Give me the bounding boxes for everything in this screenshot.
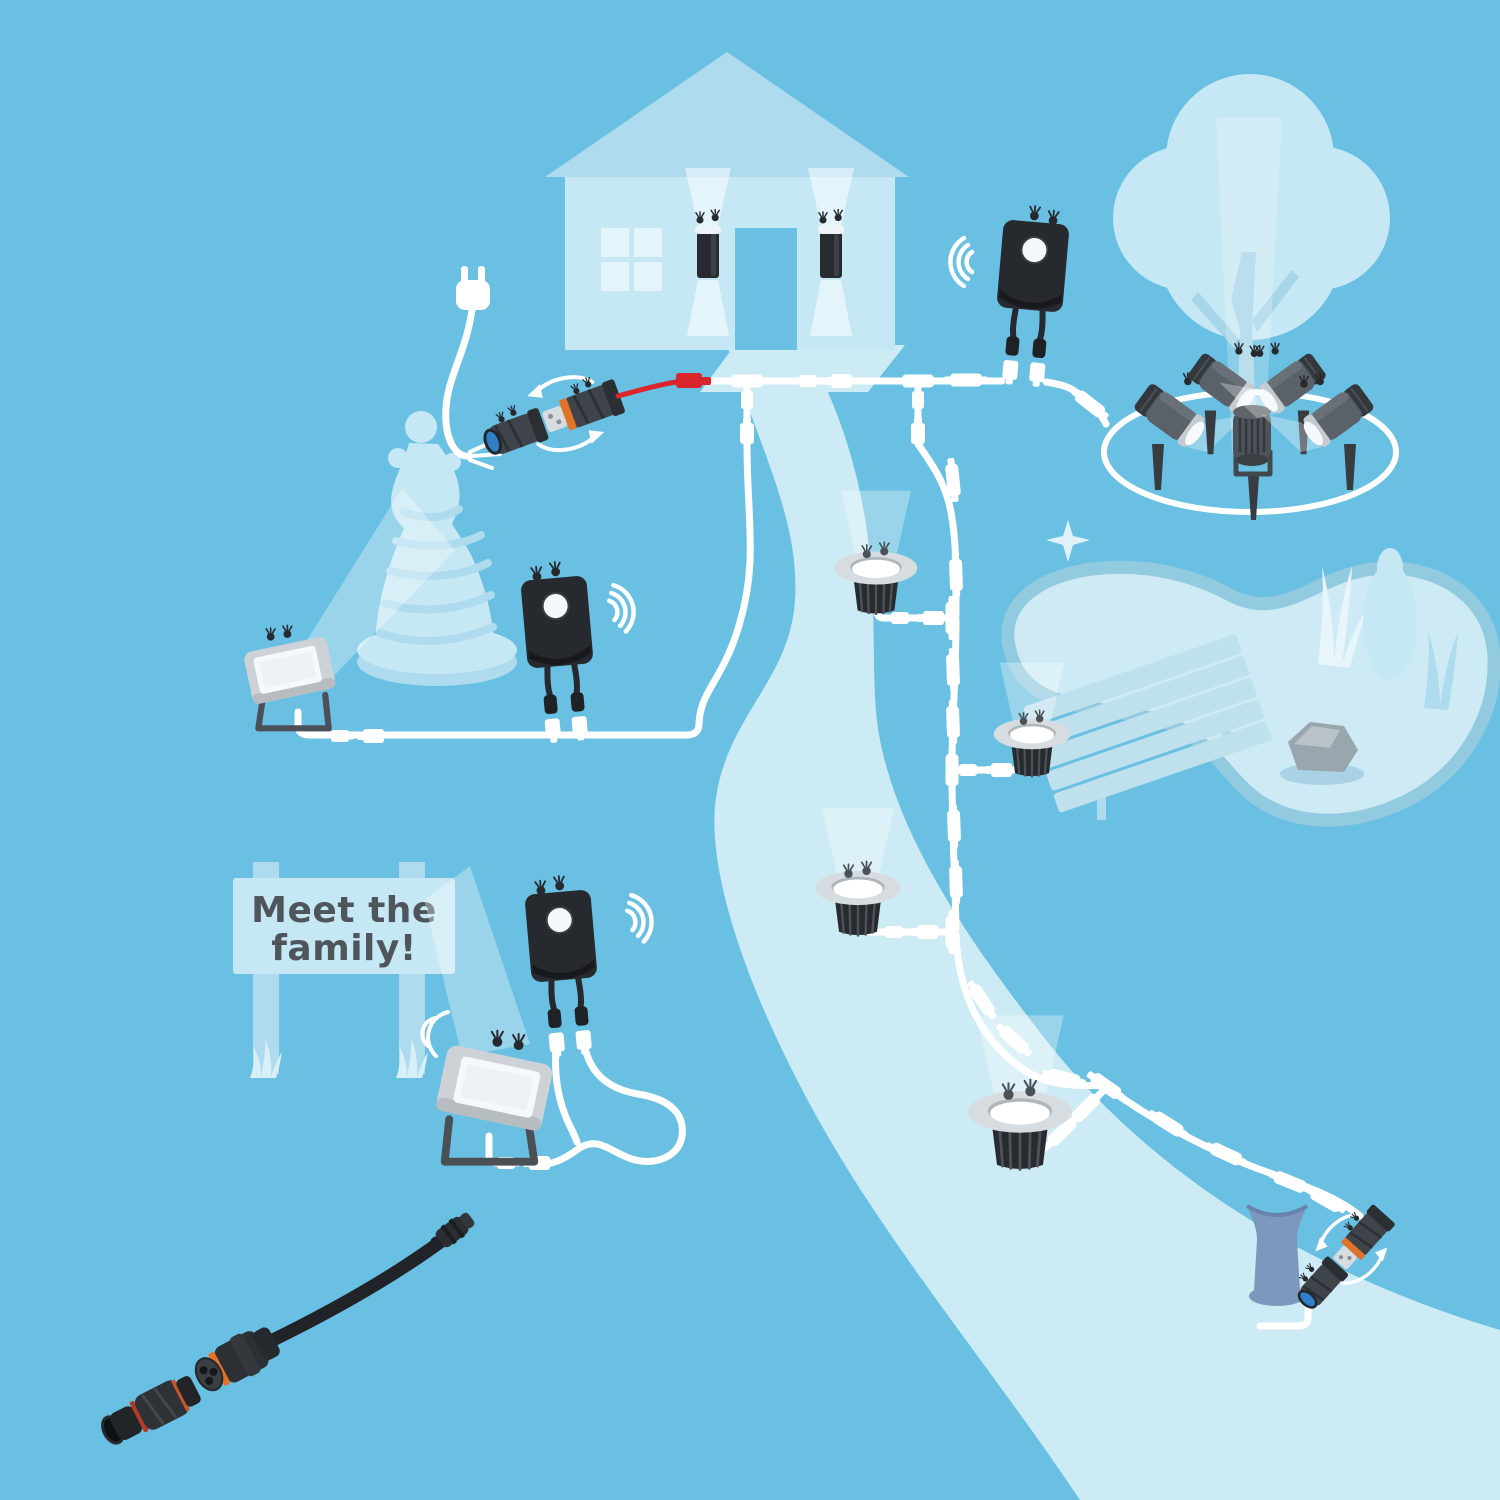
house-roof <box>545 52 909 177</box>
power-supply <box>442 266 711 478</box>
cable-connector-icon <box>194 1327 280 1392</box>
reeds <box>1318 566 1458 710</box>
sign-board <box>233 878 455 974</box>
house <box>545 52 909 350</box>
floodlight-beam <box>424 866 530 1056</box>
tree-uplight-beam <box>1216 118 1282 452</box>
bollard-light-icon <box>1245 1204 1309 1306</box>
rock <box>1280 722 1364 785</box>
motion-arcs <box>420 1010 450 1058</box>
house-door <box>735 228 797 350</box>
red-adapter-cable <box>615 379 679 399</box>
extension-cable-icon <box>101 1212 475 1445</box>
cable-connector-icon <box>101 1376 201 1445</box>
bollard-cable <box>1256 1296 1312 1330</box>
plug-cable <box>442 306 476 460</box>
house-window <box>601 228 662 291</box>
cypress-bush <box>1363 548 1417 680</box>
statue <box>306 411 517 686</box>
meet-the-family-sign: Meet the family! <box>233 862 455 1078</box>
floodlight-beam <box>306 488 455 680</box>
sparkle <box>1046 520 1090 562</box>
red-adapter <box>676 373 702 388</box>
black-cable <box>266 1230 454 1347</box>
cable-end-connector-icon <box>430 1212 475 1251</box>
power-plug-icon <box>456 266 490 310</box>
dock <box>1023 634 1272 820</box>
sign-text-line1: Meet the <box>251 890 437 931</box>
statue-drapery-folds <box>376 505 497 645</box>
spotlight-ring <box>1068 329 1399 520</box>
loop-cable <box>542 1044 686 1168</box>
floodlight-icon <box>420 866 554 1162</box>
sign-text-line2: family! <box>271 928 417 969</box>
